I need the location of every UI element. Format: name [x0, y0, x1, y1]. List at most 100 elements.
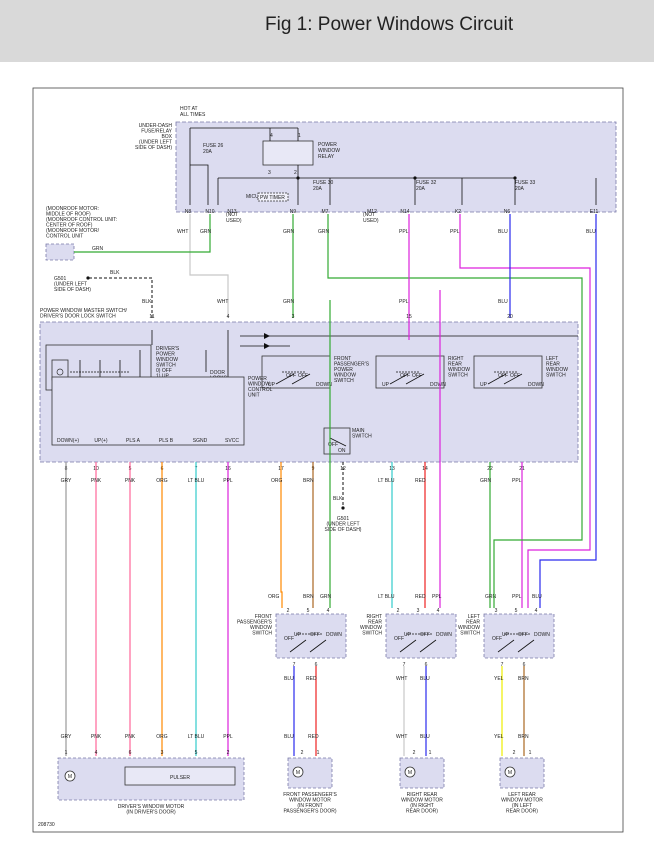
grn-moonroof-wire: [74, 214, 211, 253]
master-switch-label: DRIVER'S DOOR LOCK SWITCH: [40, 314, 116, 320]
pw-timer-box: [257, 192, 289, 202]
not-used-label: (NOT: [363, 212, 375, 218]
wire-color-label: BRN: [303, 594, 314, 600]
wire-color-label: LT BLU: [378, 478, 395, 484]
master-front-pass-switch-label: SWITCH: [334, 378, 354, 384]
up-label: UP: [502, 632, 510, 638]
g501-top-label: G501: [54, 276, 66, 282]
motor-pin: 3: [161, 750, 164, 756]
wire-color-label: BLU: [532, 594, 542, 600]
wire-color-label: WHT: [217, 299, 228, 305]
off-label: OFF: [328, 442, 338, 448]
right-rear-door-switch-label: WINDOW: [360, 625, 382, 631]
down-label: DOWN: [316, 382, 332, 388]
wire-color-label: RED: [306, 676, 317, 682]
door-switch-pin: 7: [403, 662, 406, 668]
left-rear-motor-label: REAR DOOR): [506, 809, 538, 815]
drivers-switch-label: WINDOW: [156, 357, 178, 363]
master-right-rear-switch-label: RIGHT: [448, 356, 464, 362]
door-switch-pin: 2: [397, 608, 400, 614]
drivers-switch-label: SWITCH: [156, 363, 176, 369]
wire-color-label: ORG: [268, 594, 280, 600]
front-pass-door-switch-label: FRONT: [255, 614, 272, 620]
control-unit-box: [51, 376, 245, 446]
micu-label: MICU: [246, 194, 259, 200]
wire-color-label: BLU: [420, 676, 430, 682]
g501-top-label: (UNDER LEFT: [54, 282, 87, 288]
cu-pin-label: UP(+): [94, 438, 108, 444]
up-label: UP: [268, 382, 276, 388]
down-label: DOWN: [528, 382, 544, 388]
moonroof-label: (MOONROOF MOTOR:: [46, 206, 99, 212]
wire-color-label: GRN: [320, 594, 332, 600]
door-locks-label: DOOR: [210, 370, 225, 376]
motor-icon: [504, 766, 516, 778]
right-rear-motor-label: WINDOW MOTOR: [401, 798, 443, 804]
door-switch-pin: 6: [523, 662, 526, 668]
relay-label: POWER: [318, 142, 337, 148]
master-right-rear-switch-label: REAR: [448, 362, 462, 368]
drivers-switch-label: DRIVER'S: [156, 346, 180, 352]
switch-contact: [405, 373, 425, 385]
wire-color-label: PPL: [399, 229, 409, 235]
fuse-32-label: 20A: [416, 186, 426, 192]
relay-label: WINDOW: [318, 148, 340, 154]
master-front-pass-switch-label: WINDOW: [334, 373, 356, 379]
g501-bottom-label: SIDE OF DASH): [325, 527, 362, 533]
wire-color-label: RED: [415, 478, 426, 484]
right-rear-motor-label: (IN RIGHT: [410, 803, 434, 809]
wire-color-label: PPL: [450, 229, 460, 235]
wire-color-label: PNK: [91, 478, 102, 484]
wire-color-label: BLU: [498, 229, 508, 235]
figure-header: Fig 1: Power Windows Circuit: [0, 0, 654, 62]
door-switch-pin: 5: [307, 608, 310, 614]
off-label: OFF: [298, 373, 308, 379]
wire-color-label: GRN: [283, 229, 295, 235]
fuse-box-pin: N10: [205, 209, 214, 215]
wire-color-label: ORG: [156, 478, 168, 484]
wire-color-label: ORG: [271, 478, 283, 484]
bus-wire: [190, 164, 209, 205]
wire-color-label: WHT: [396, 676, 407, 682]
main-switch-box: [323, 427, 351, 455]
blu-left-rear-wire: [539, 214, 597, 608]
master-left-rear-switch-label: SWITCH: [546, 373, 566, 379]
fuse-relay-box: [175, 121, 617, 213]
door-switch-pin: 3: [495, 608, 498, 614]
motor-pin: 6: [129, 750, 132, 756]
ppl-lr-feed: [527, 285, 591, 608]
relay-pin: 3: [268, 170, 271, 176]
wire-color-label: PPL: [512, 478, 522, 484]
moonroof-label: CENTER OF ROOF): [46, 223, 93, 229]
off-label: OFF: [420, 632, 430, 638]
fuse-box-pin: M12: [367, 209, 377, 215]
door-switch-pin: 4: [327, 608, 330, 614]
main-switch-label: MAIN: [352, 428, 365, 434]
grn-rear-wire: [327, 214, 583, 280]
door-switch-pin: 6: [425, 662, 428, 668]
fuse-box-pin: N8: [185, 209, 192, 215]
right-rear-motor-label: REAR DOOR): [406, 809, 438, 815]
switch-contact: [289, 639, 307, 653]
cu-pin-label: PLS A: [126, 438, 141, 444]
drivers-motor-label: DRIVER'S WINDOW MOTOR: [118, 804, 185, 810]
front-pass-door-switch-label: SWITCH: [252, 631, 272, 637]
wire-color-label: LT BLU: [378, 594, 395, 600]
wire-color-label: PNK: [125, 478, 136, 484]
right-rear-door-switch: [385, 613, 457, 659]
off-label: OFF: [510, 373, 520, 379]
wire-color-label: BLU: [284, 734, 294, 740]
all-times-label: ALL TIMES: [180, 112, 206, 118]
wire-color-label: YEL: [494, 734, 504, 740]
motor-pin: 2: [227, 750, 230, 756]
motor-pin: 2: [513, 750, 516, 756]
control-unit-label: UNIT: [248, 393, 260, 399]
g501-top-label: SIDE OF DASH): [54, 287, 91, 293]
front-pass-motor-label: FRONT PASSENGER'S: [283, 792, 337, 798]
wire-color-label: LT BLU: [188, 734, 205, 740]
master-right-rear-switch-label: SWITCH: [448, 373, 468, 379]
motor-m-label: M: [68, 774, 72, 780]
left-rear-motor-label: (IN LEFT: [512, 803, 532, 809]
motor-pin: 2: [413, 750, 416, 756]
moonroof-label: CONTROL UNIT: [46, 234, 83, 240]
